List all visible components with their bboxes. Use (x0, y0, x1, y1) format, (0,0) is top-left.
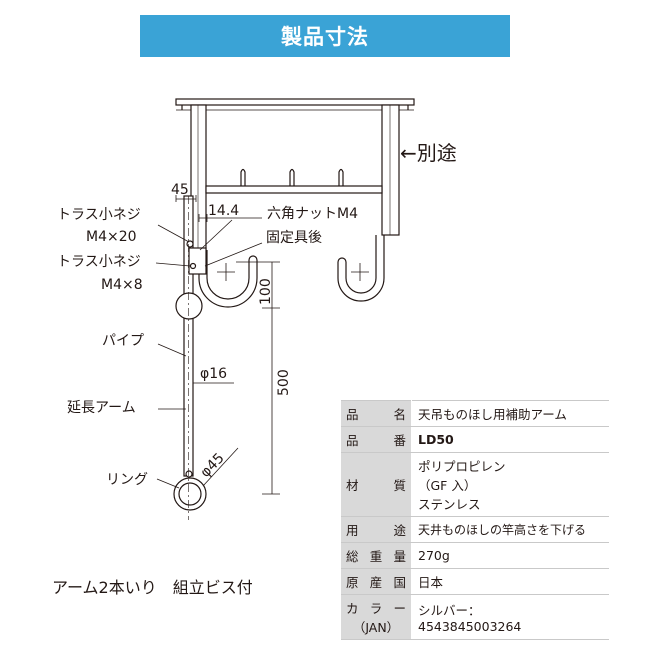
right-j-hook (337, 235, 385, 302)
hanger-rail (205, 185, 383, 194)
truss-screw-2-size: M4×8 (101, 277, 143, 293)
spec-row-weight: 総重量 270g (341, 542, 609, 569)
fixture-back-label: 固定具後 (266, 230, 322, 246)
extension-arm-label: 延長アーム (67, 400, 136, 416)
dim-14-4: 14.4 (208, 203, 239, 219)
hex-nut-label: 六角ナットM4 (267, 206, 358, 222)
dim-100: 100 (258, 278, 274, 305)
package-note: アーム2本いり 組立ビス付 (52, 578, 253, 597)
spec-row-material: 材質 ポリプロピレン （GF 入） ステンレス (341, 452, 609, 517)
spec-weight-value: 270g (411, 542, 609, 569)
rail-hook-2 (289, 168, 295, 186)
rail-hook-1 (240, 168, 246, 186)
spec-name-value: 天吊ものほし用補助アーム (411, 400, 609, 427)
section-title-banner: 製品寸法 (140, 15, 510, 57)
spec-row-origin: 原産国 日本 (341, 568, 609, 595)
dim-phi45: φ45 (197, 450, 227, 481)
dim-45-top: 45 (171, 182, 189, 198)
truss-screw-2-label: トラス小ネジ (57, 254, 141, 270)
spec-row-use: 用途 天井ものほしの竿高さを下げる (341, 516, 609, 543)
spec-row-number: 品番 LD50 (341, 426, 609, 453)
ceiling-plate (175, 98, 415, 106)
right-post (381, 104, 400, 236)
spec-use-value: 天井ものほしの竿高さを下げる (411, 516, 609, 543)
truss-screw-1-label: トラス小ネジ (57, 207, 141, 223)
spec-row-color: カラー （JAN） シルバー： 4543845003264 (341, 594, 609, 640)
spec-origin-value: 日本 (411, 568, 609, 595)
jan-code: 4543845003264 (418, 619, 522, 634)
dim-phi16: φ16 (200, 366, 227, 382)
ring-label: リング (106, 472, 148, 488)
section-title: 製品寸法 (281, 25, 369, 49)
truss-screw-1-size: M4×20 (86, 229, 137, 245)
arm-joint-circle (175, 292, 203, 320)
ring-inner (178, 482, 202, 506)
pipe-label: パイプ (102, 333, 144, 349)
spec-material-value: ポリプロピレン （GF 入） ステンレス (411, 452, 609, 517)
spec-table: 品名 天吊ものほし用補助アーム 品番 LD50 材質 ポリプロピレン （GF 入… (341, 400, 609, 640)
spec-row-name: 品名 天吊ものほし用補助アーム (341, 400, 609, 427)
spec-number-value: LD50 (411, 426, 609, 453)
separate-label: ←別途 (400, 141, 457, 165)
dim-500: 500 (276, 369, 292, 396)
spec-color-value: シルバー： 4543845003264 (411, 594, 609, 640)
arm-bracket (188, 247, 207, 275)
rail-hook-3 (338, 168, 344, 186)
left-j-hook (198, 250, 258, 308)
